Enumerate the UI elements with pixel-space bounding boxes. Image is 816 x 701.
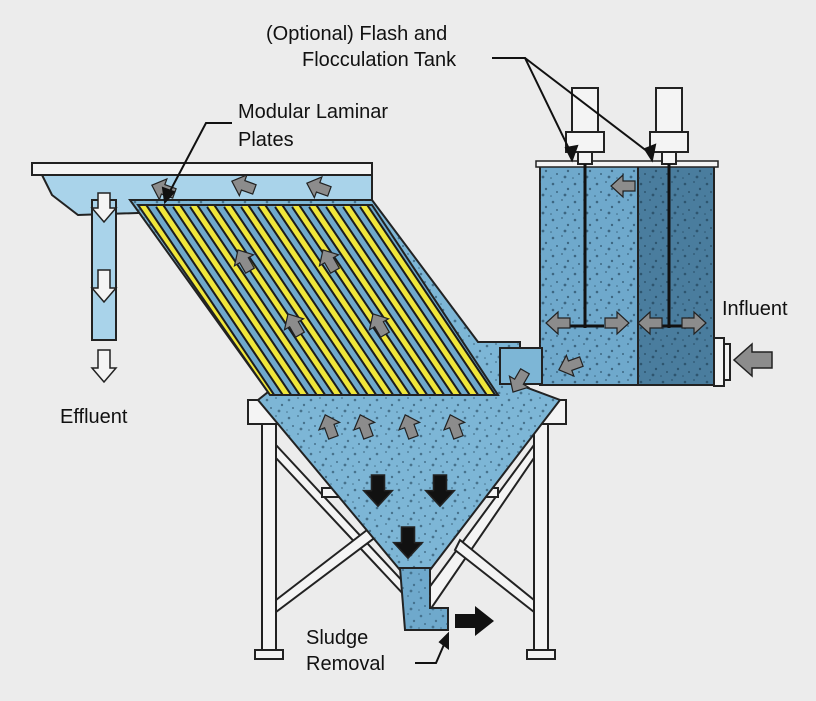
flow-arrow [545, 310, 571, 336]
flow-arrow [233, 249, 256, 274]
settling-arrow [423, 474, 457, 508]
influent-label: Influent [722, 298, 788, 320]
flow-arrow [306, 175, 332, 200]
sludge-label-line2: Removal [306, 653, 385, 675]
flow-arrow [610, 173, 636, 199]
plate [275, 205, 411, 395]
flow-arrow [508, 368, 531, 393]
tank-label-line2: Flocculation Tank [302, 49, 457, 71]
sludge-label-line1: Sludge [306, 627, 369, 649]
settling-arrow [391, 526, 425, 560]
sludge-out-arrow [455, 606, 494, 636]
plate [156, 205, 292, 395]
plate [326, 205, 462, 395]
plates-label-line1: Modular Laminar [238, 101, 389, 123]
plate [309, 205, 445, 395]
effluent-label: Effluent [60, 406, 128, 428]
flow-arrow [318, 249, 341, 274]
plate [190, 205, 326, 395]
plate [292, 205, 428, 395]
flow-arrow [442, 414, 467, 440]
flow-arrow [637, 310, 663, 336]
plates-label-line2: Plates [238, 129, 294, 151]
plates-outline [136, 204, 500, 396]
tank-label-line1: (Optional) Flash and [266, 23, 448, 45]
settling-arrow [361, 474, 395, 508]
effluent-arrows [90, 192, 118, 384]
flow-arrow [604, 310, 630, 336]
plate [360, 205, 496, 395]
flow-arrow [231, 173, 257, 198]
plate [343, 205, 479, 395]
influent-arrow [732, 342, 773, 378]
flow-arrows [151, 173, 707, 440]
plate [207, 205, 343, 395]
plate [224, 205, 360, 395]
leader-lines [161, 57, 657, 664]
flow-arrow [368, 313, 391, 338]
flocculation-tank [499, 160, 731, 387]
settling-arrows [361, 474, 457, 560]
flow-arrow [681, 310, 707, 336]
flow-arrow [397, 414, 422, 440]
flow-arrow [352, 414, 377, 440]
mixer-motors [565, 87, 689, 165]
flow-arrow [317, 414, 342, 440]
plate [241, 205, 377, 395]
flow-arrow [558, 353, 584, 378]
plate [258, 205, 394, 395]
plate [173, 205, 309, 395]
flow-arrow [283, 313, 306, 338]
